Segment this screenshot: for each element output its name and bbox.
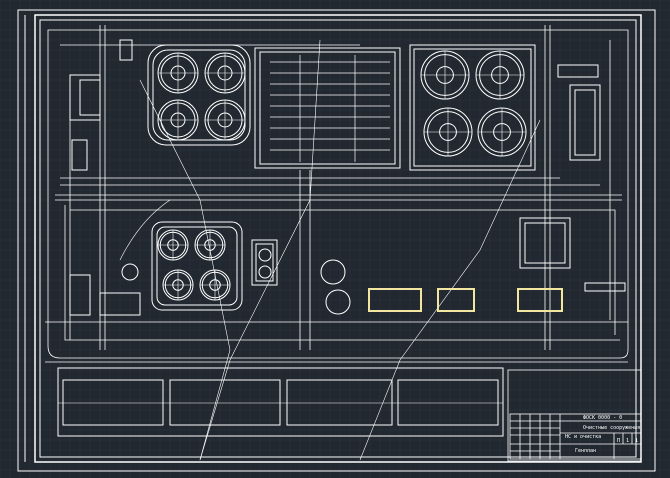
auxiliary-buildings — [69, 39, 626, 316]
sludge-beds — [57, 367, 504, 437]
tank — [162, 269, 194, 301]
stage-label: П — [617, 438, 620, 444]
filter-block — [254, 47, 401, 169]
tank — [157, 52, 199, 94]
tank — [475, 50, 525, 100]
digester-tanks — [121, 229, 351, 315]
clarifier-tanks-right — [420, 50, 527, 157]
tank — [204, 99, 246, 141]
tank — [420, 50, 470, 100]
sheet-number: 1 — [626, 438, 629, 444]
tank — [477, 107, 527, 157]
highlighted-buildings — [368, 288, 563, 312]
sheets-count: 1 — [635, 438, 638, 444]
secondary-clarifiers — [409, 44, 536, 171]
drawing-frame — [17, 9, 656, 472]
tank — [204, 52, 246, 94]
drawing-code: ФОСК 0000 - 0 — [583, 415, 622, 421]
project-name: Очистные сооружения — [583, 425, 640, 431]
tank — [157, 229, 189, 261]
title-block: ФОСК 0000 - 0 Очистные сооружения НС и о… — [507, 369, 642, 462]
primary-clarifiers — [147, 44, 251, 146]
clarifier-tanks-left — [157, 52, 246, 141]
sheet-name: Генплан — [575, 448, 596, 454]
tank — [194, 229, 226, 261]
tank — [199, 269, 231, 301]
tank — [423, 107, 473, 157]
sheet-title: НС и очистка — [565, 434, 601, 440]
tank — [157, 99, 199, 141]
